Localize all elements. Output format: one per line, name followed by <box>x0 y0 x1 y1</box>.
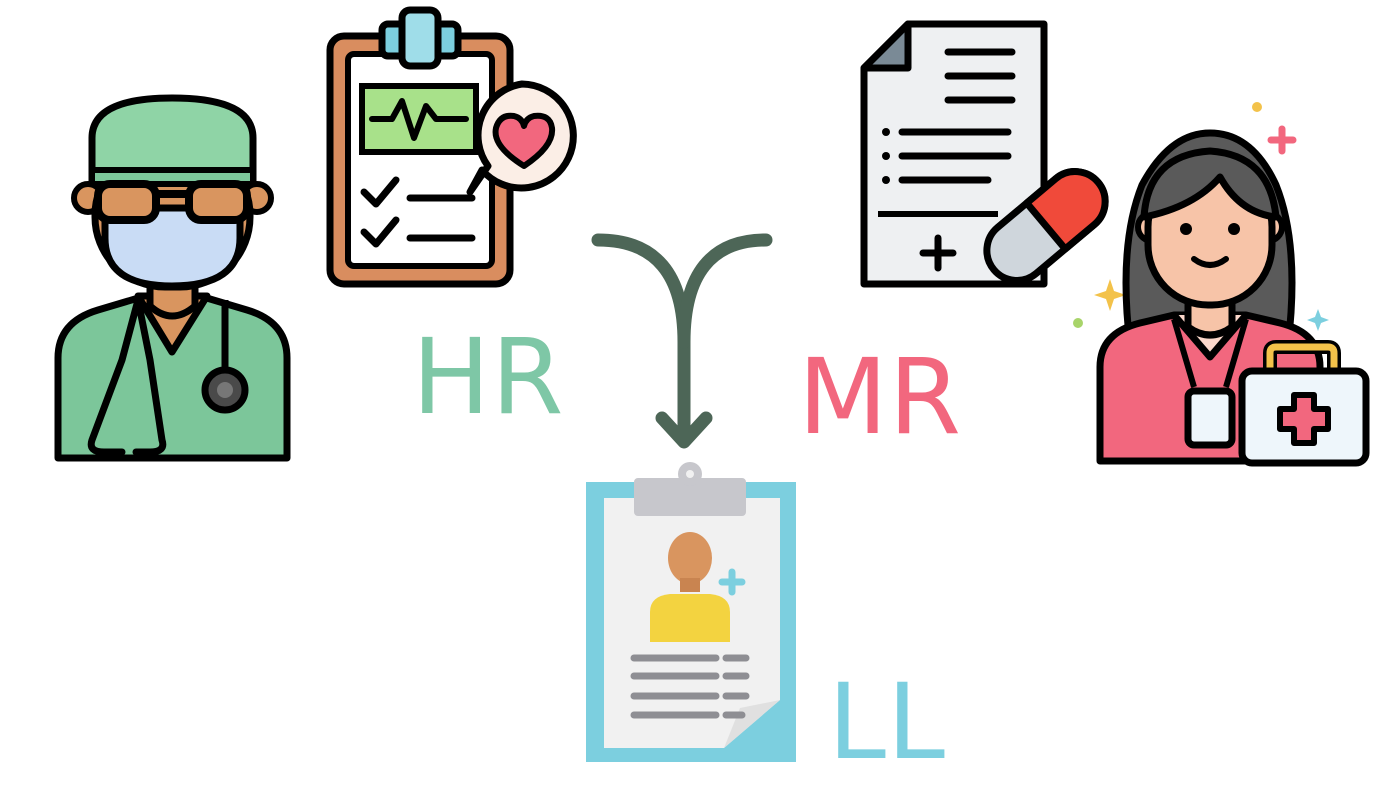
merge-arrow-icon <box>591 233 773 449</box>
mr-label: MR <box>798 336 962 458</box>
nurse-with-first-aid-kit-icon <box>1073 102 1370 467</box>
surgeon-doctor-icon <box>54 94 291 462</box>
hr-label: HR <box>412 316 565 438</box>
prescription-document-pill-icon <box>860 20 1109 288</box>
ll-label: LL <box>828 661 946 783</box>
health-record-clipboard-icon <box>326 6 577 288</box>
patient-profile-clipboard-icon <box>586 462 796 762</box>
